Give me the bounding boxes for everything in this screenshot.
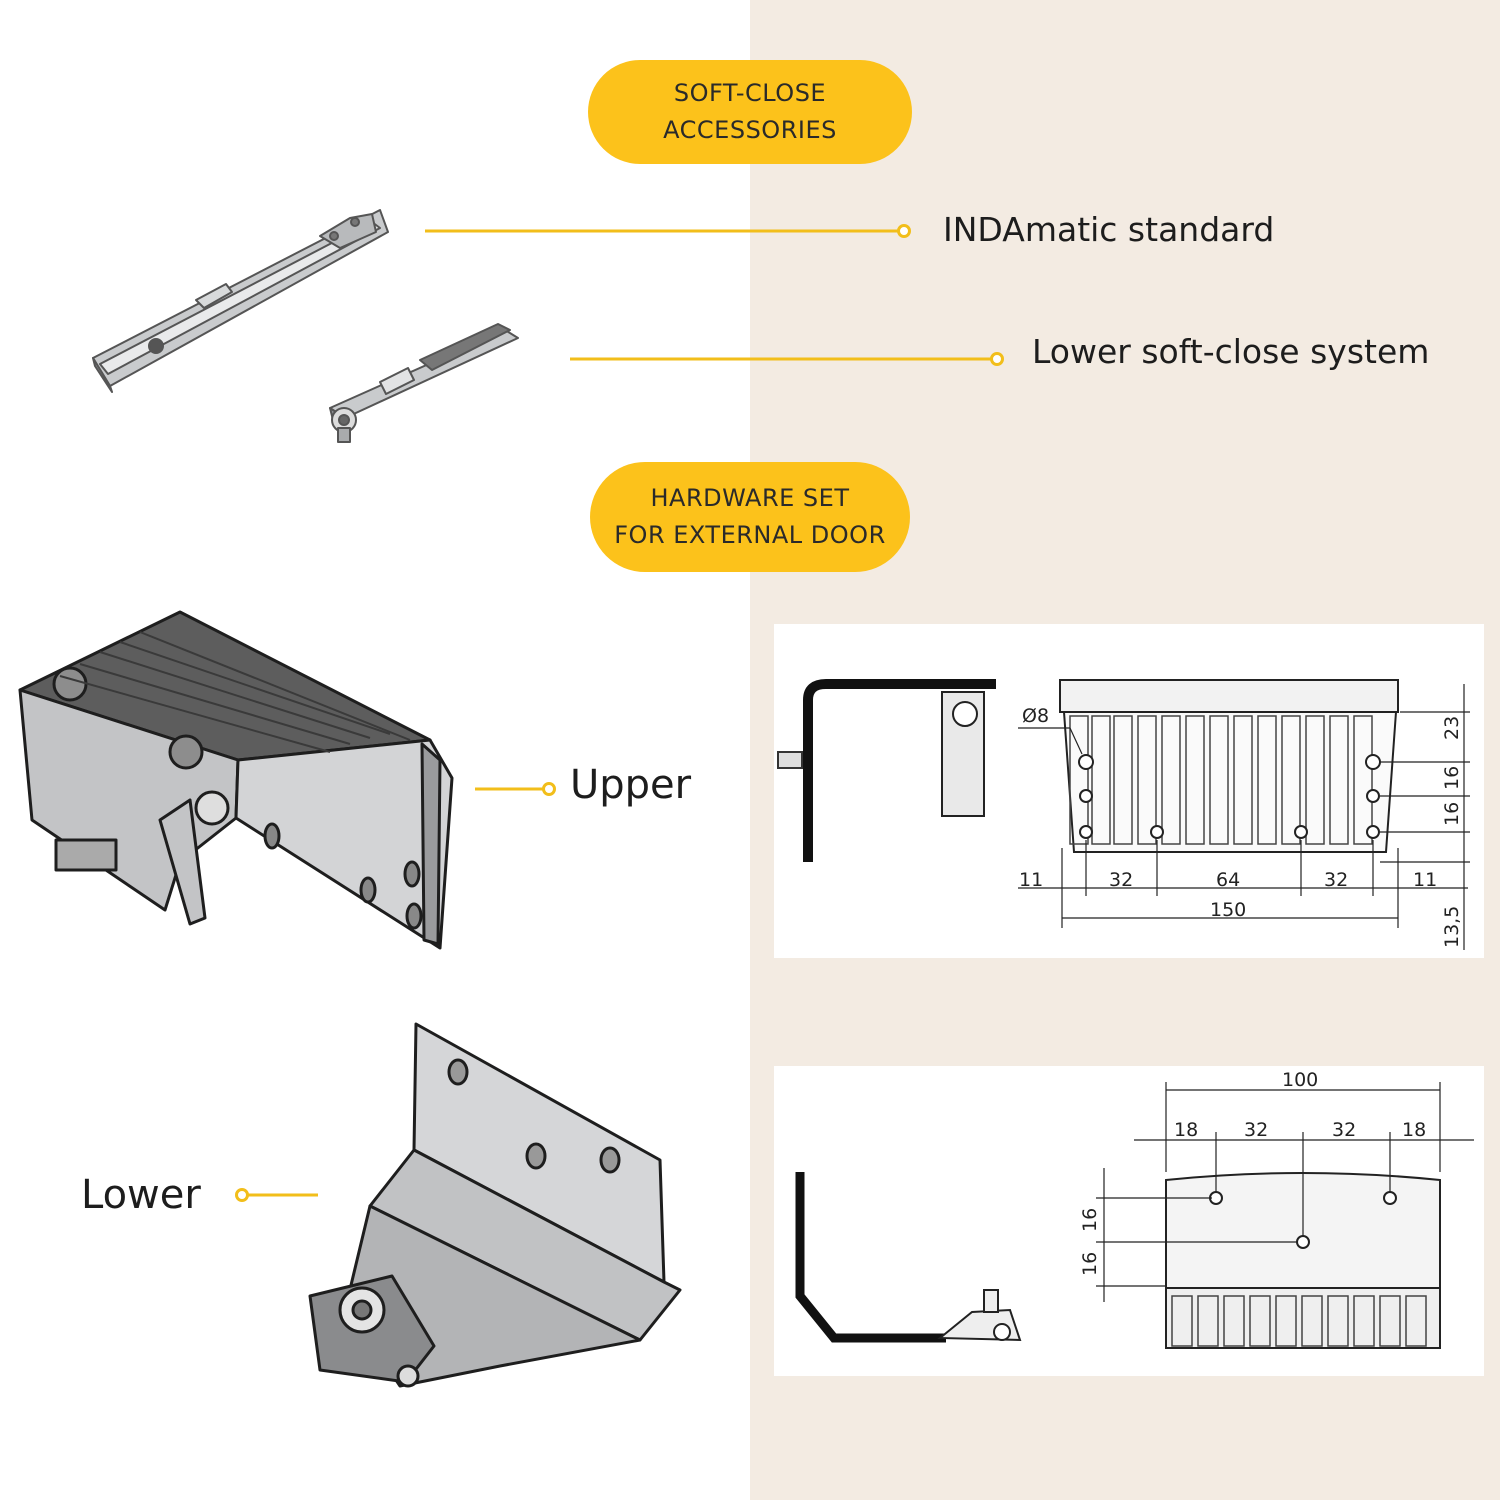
upper-hole-diameter: Ø8 (1022, 705, 1049, 727)
lower-total-width: 100 (1282, 1069, 1318, 1091)
upper-height-2: 16 (1441, 766, 1463, 790)
callout-dot-indamatic (897, 224, 911, 238)
upper-offset: 13,5 (1441, 906, 1463, 948)
upper-door-profile (803, 679, 996, 862)
lower-width-2: 32 (1244, 1119, 1268, 1141)
upper-width-3: 64 (1216, 869, 1240, 891)
upper-width-5: 11 (1413, 869, 1437, 891)
upper-width-4: 32 (1324, 869, 1348, 891)
lower-height-2: 16 (1079, 1252, 1101, 1276)
callout-dot-lower-soft-close (990, 352, 1004, 366)
upper-width-2: 32 (1109, 869, 1133, 891)
hardware-set-heading-line1: HARDWARE SET (650, 484, 850, 512)
lower-soft-close-label: Lower soft-close system (1032, 332, 1430, 371)
lower-door-profile (795, 1172, 946, 1343)
soft-close-heading: SOFT-CLOSE ACCESSORIES (588, 60, 912, 164)
upper-label: Upper (570, 762, 692, 808)
callout-dot-upper (542, 782, 556, 796)
upper-total-width: 150 (1210, 899, 1246, 921)
lower-height-1: 16 (1079, 1208, 1101, 1232)
soft-close-heading-line2: ACCESSORIES (663, 116, 837, 144)
upper-width-1: 11 (1019, 869, 1043, 891)
lower-label: Lower (81, 1172, 201, 1218)
lower-width-1: 18 (1174, 1119, 1198, 1141)
hardware-set-heading: HARDWARE SET FOR EXTERNAL DOOR (590, 462, 910, 572)
upper-height-3: 16 (1441, 802, 1463, 826)
lower-width-4: 18 (1402, 1119, 1426, 1141)
hardware-set-heading-line2: FOR EXTERNAL DOOR (614, 521, 886, 549)
indamatic-label: INDAmatic standard (943, 210, 1275, 249)
callout-dot-lower (235, 1188, 249, 1202)
lower-width-3: 32 (1332, 1119, 1356, 1141)
upper-height-1: 23 (1441, 716, 1463, 740)
soft-close-heading-line1: SOFT-CLOSE (673, 79, 827, 107)
